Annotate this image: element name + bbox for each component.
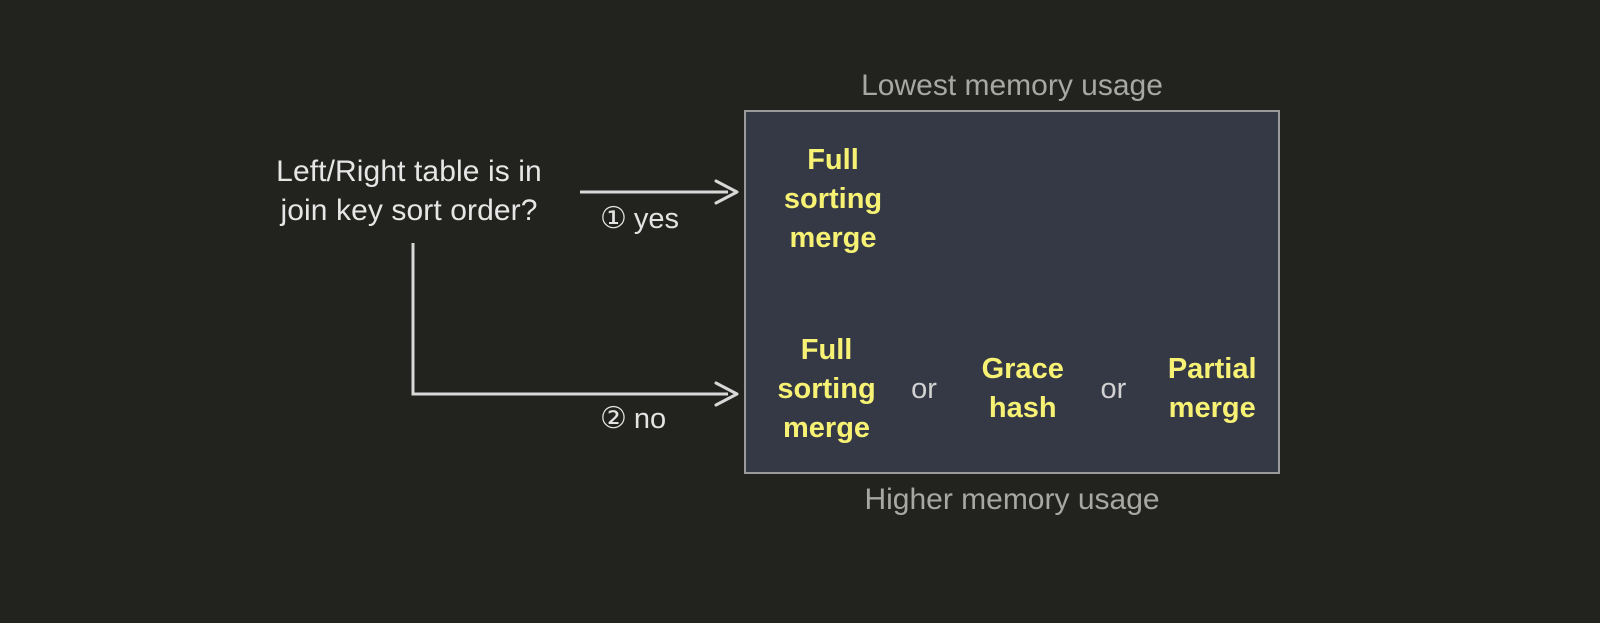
caption-higher-memory: Higher memory usage (864, 483, 1160, 516)
decision-question: Left/Right table is in join key sort ord… (276, 155, 542, 227)
arrow-head-no (714, 381, 739, 407)
arrow-line-no (411, 243, 728, 396)
outcome-option-grace-hash: Grace hash (981, 353, 1064, 424)
outcome-separator-or-2: or (1100, 372, 1127, 405)
branch-marker-2: ② (600, 402, 627, 435)
arrow-head-yes (714, 179, 739, 205)
branch-text-yes: yes (633, 203, 680, 235)
outcome-row-yes: Full sorting merge (746, 134, 1278, 264)
outcome-option-full-sorting-merge-no: Full sorting merge (777, 333, 876, 444)
outcome-row-no: Full sorting merge or Grace hash or Part… (746, 324, 1278, 454)
outcome-separator-or-1: or (911, 372, 937, 405)
outcome-panel: Full sorting merge Full sorting merge or… (744, 110, 1280, 474)
branch-text-no: no (633, 403, 667, 435)
outcome-option-partial-merge: Partial merge (1167, 353, 1257, 424)
outcome-option-full-sorting-merge-yes: Full sorting merge (783, 143, 883, 254)
caption-lowest-memory: Lowest memory usage (861, 69, 1163, 102)
branch-marker-1: ① (600, 202, 627, 235)
